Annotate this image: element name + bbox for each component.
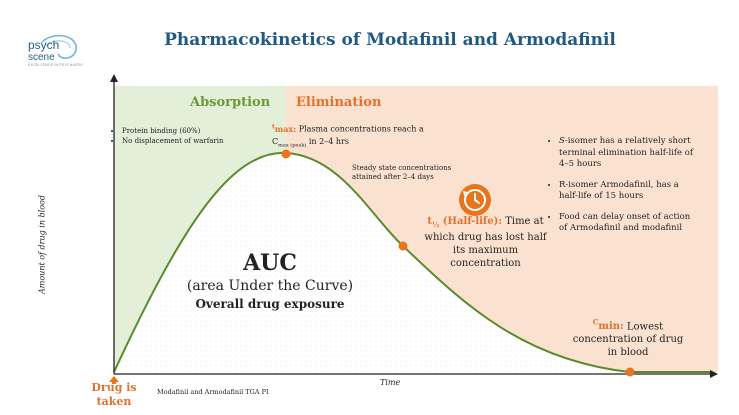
logo-tagline: EXCELLENCE IN PSYCHIATRY	[28, 63, 84, 67]
clock-icon	[459, 184, 491, 216]
auc-title: AUC	[243, 250, 297, 276]
half-life-label: t½ (Half-life): Time at which drug has l…	[424, 216, 547, 269]
up-arrow-icon	[109, 376, 119, 384]
list-item: No displacement of warfarin	[122, 137, 250, 147]
absorption-label: Absorption	[190, 95, 271, 110]
tmax-text-post: in 2–4 hrs	[306, 136, 349, 146]
elimination-label: Elimination	[296, 95, 382, 110]
steady-state-note: Steady state concentrations attained aft…	[352, 164, 452, 181]
source-citation: Modafinil and Armodafinil TGA PI	[157, 388, 269, 396]
list-item: Food can delay onset of action of Armoda…	[559, 212, 695, 235]
list-item: S-isomer has a relatively short terminal…	[559, 136, 695, 171]
cmin-marker	[625, 367, 635, 377]
tmax-sub: max (peak)	[278, 142, 307, 149]
auc-subtitle: (area Under the Curve)	[186, 278, 354, 294]
x-axis-label: Time	[380, 378, 401, 387]
drug-taken-label: Drug is taken	[91, 381, 137, 408]
tmax-marker	[281, 149, 291, 159]
logo-subtext: scene	[28, 52, 55, 63]
list-item: R-isomer Armodafinil, has a half-life of…	[559, 180, 695, 203]
tmax-symbol: tmax:	[272, 123, 297, 134]
auc-description: Overall drug exposure	[195, 297, 345, 311]
tmax-label: tmax: Plasma concentrations reach a Cmax…	[272, 121, 432, 151]
logo-text: psych	[28, 38, 60, 52]
elimination-notes: S-isomer has a relatively short terminal…	[545, 136, 695, 244]
logo-swirl-icon	[41, 34, 77, 59]
y-axis-label: Amount of drug in blood	[37, 195, 47, 295]
concentration-curve	[113, 151, 712, 373]
cmin-label: Cmin: Lowest concentration of drug in bl…	[572, 318, 684, 359]
page-title: Pharmacokinetics of Modafinil and Armoda…	[164, 30, 616, 50]
absorption-notes: Protein binding (60%) No displacement of…	[110, 127, 250, 146]
tmax-text: Plasma concentrations reach a C	[272, 124, 424, 146]
thalf-marker	[398, 241, 408, 251]
list-item: Protein binding (60%)	[122, 127, 250, 137]
